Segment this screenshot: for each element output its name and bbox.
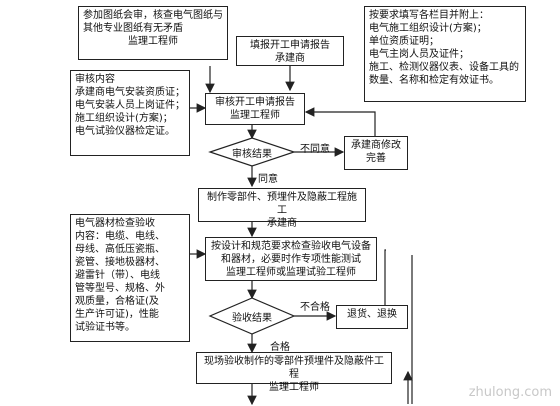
make-parts-sub: 承建商 [267,218,297,229]
watermark: zhulong.com [468,385,552,400]
pass-label: 合格 [270,342,290,353]
note-top-right-line: 单位资质证明； [369,36,439,47]
note-top-right-line: 电气主岗人员及证件； [369,49,469,60]
decision-review-label: 审核结果 [232,149,272,160]
review-content-line: 审核内容 [75,74,115,85]
decision-review-shape [208,137,296,167]
review-report-sub: 监理工程师 [230,110,280,121]
fail-label: 不合格 [300,302,330,313]
material-check-line: 瓷管、接地极器材、 [75,257,165,268]
return-text: 退货、退换 [347,309,397,320]
note-top-right-line: 数量、名称和检定有效证书。 [369,75,499,86]
material-check-box: 电气器材检查验收内容：电缆、电线、母线、高低压瓷瓶、瓷管、接地极器材、避雷针（带… [70,214,190,342]
review-content-line: 电气试验仪器检定证。 [75,126,175,137]
decision-test-label: 验收结果 [232,313,272,324]
field-accept-title: 现场验收制作的零部件预埋件及隐蔽件工程 [204,356,384,380]
material-check-line: 避雷针（带）、电线 [75,270,160,281]
material-check-line: 母线、高低压瓷瓶、 [75,244,165,255]
disagree-label: 不同意 [300,144,330,155]
material-check-line: 观质量，合格证(及 [75,296,159,307]
rework-text: 承建商修改完善 [351,140,401,164]
note-top-right-line: 电气施工组织设计(方案)； [369,23,487,34]
review-content-line: 施工组织设计(方案)； [75,113,173,124]
review-content-line: 承建商电气安装资质证； [75,87,185,98]
make-parts-box: 制作零部件、预埋件及隐蔽工程施工 承建商 [198,188,366,229]
material-check-line: 内容：电缆、电线、 [75,231,165,242]
fill-report-sub: 承建商 [275,53,305,64]
make-parts-title: 制作零部件、预埋件及隐蔽工程施工 [207,192,357,216]
note-top-left-text: 参加图纸会审，核查电气图纸与其他专业图纸有无矛盾 [83,10,223,34]
rework-box: 承建商修改完善 [344,136,408,170]
inspect-task-sub: 监理工程师或监理试验工程师 [226,267,356,278]
note-top-left-sub: 监理工程师 [128,36,178,47]
field-accept-box: 现场验收制作的零部件预埋件及隐蔽件工程 监理工程师 [196,352,392,393]
return-box: 退货、退换 [336,305,408,329]
material-check-line: 管等型号、规格、外 [75,283,165,294]
agree-label: 同意 [258,174,278,185]
field-accept-sub: 监理工程师 [269,382,319,393]
fill-report-title: 填报开工申请报告 [250,40,330,51]
review-content-box: 审核内容承建商电气安装资质证； 电气安装人员上岗证件； 施工组织设计(方案)； 电气试… [70,70,190,156]
note-top-right: 按要求填写各栏目并附上： 电气施工组织设计(方案)； 单位资质证明； 电气主岗人员及证… [364,6,526,102]
review-report-box: 审核开工申请报告 监理工程师 [205,93,305,125]
material-check-line: 电气器材检查验收 [75,218,155,229]
fill-report-box: 填报开工申请报告 承建商 [236,36,344,66]
material-check-line: 生产许可证)，性能 [75,309,159,320]
inspect-task-box: 按设计和规范要求检查验收电气设备和器材，必要时作专项性能测试 监理工程师或监理试… [205,237,377,281]
note-top-left: 参加图纸会审，核查电气图纸与其他专业图纸有无矛盾 监理工程师 [78,6,228,60]
material-check-line: 试验证书等。 [75,322,135,333]
review-content-line: 电气安装人员上岗证件； [75,100,185,111]
review-report-title: 审核开工申请报告 [215,97,295,108]
note-top-right-line: 按要求填写各栏目并附上： [369,10,489,21]
decision-test-shape [208,297,296,335]
note-top-right-line: 施工、检测仪器仪表、设备工具的 [369,62,519,73]
inspect-task-text: 按设计和规范要求检查验收电气设备和器材，必要时作专项性能测试 [211,241,371,265]
